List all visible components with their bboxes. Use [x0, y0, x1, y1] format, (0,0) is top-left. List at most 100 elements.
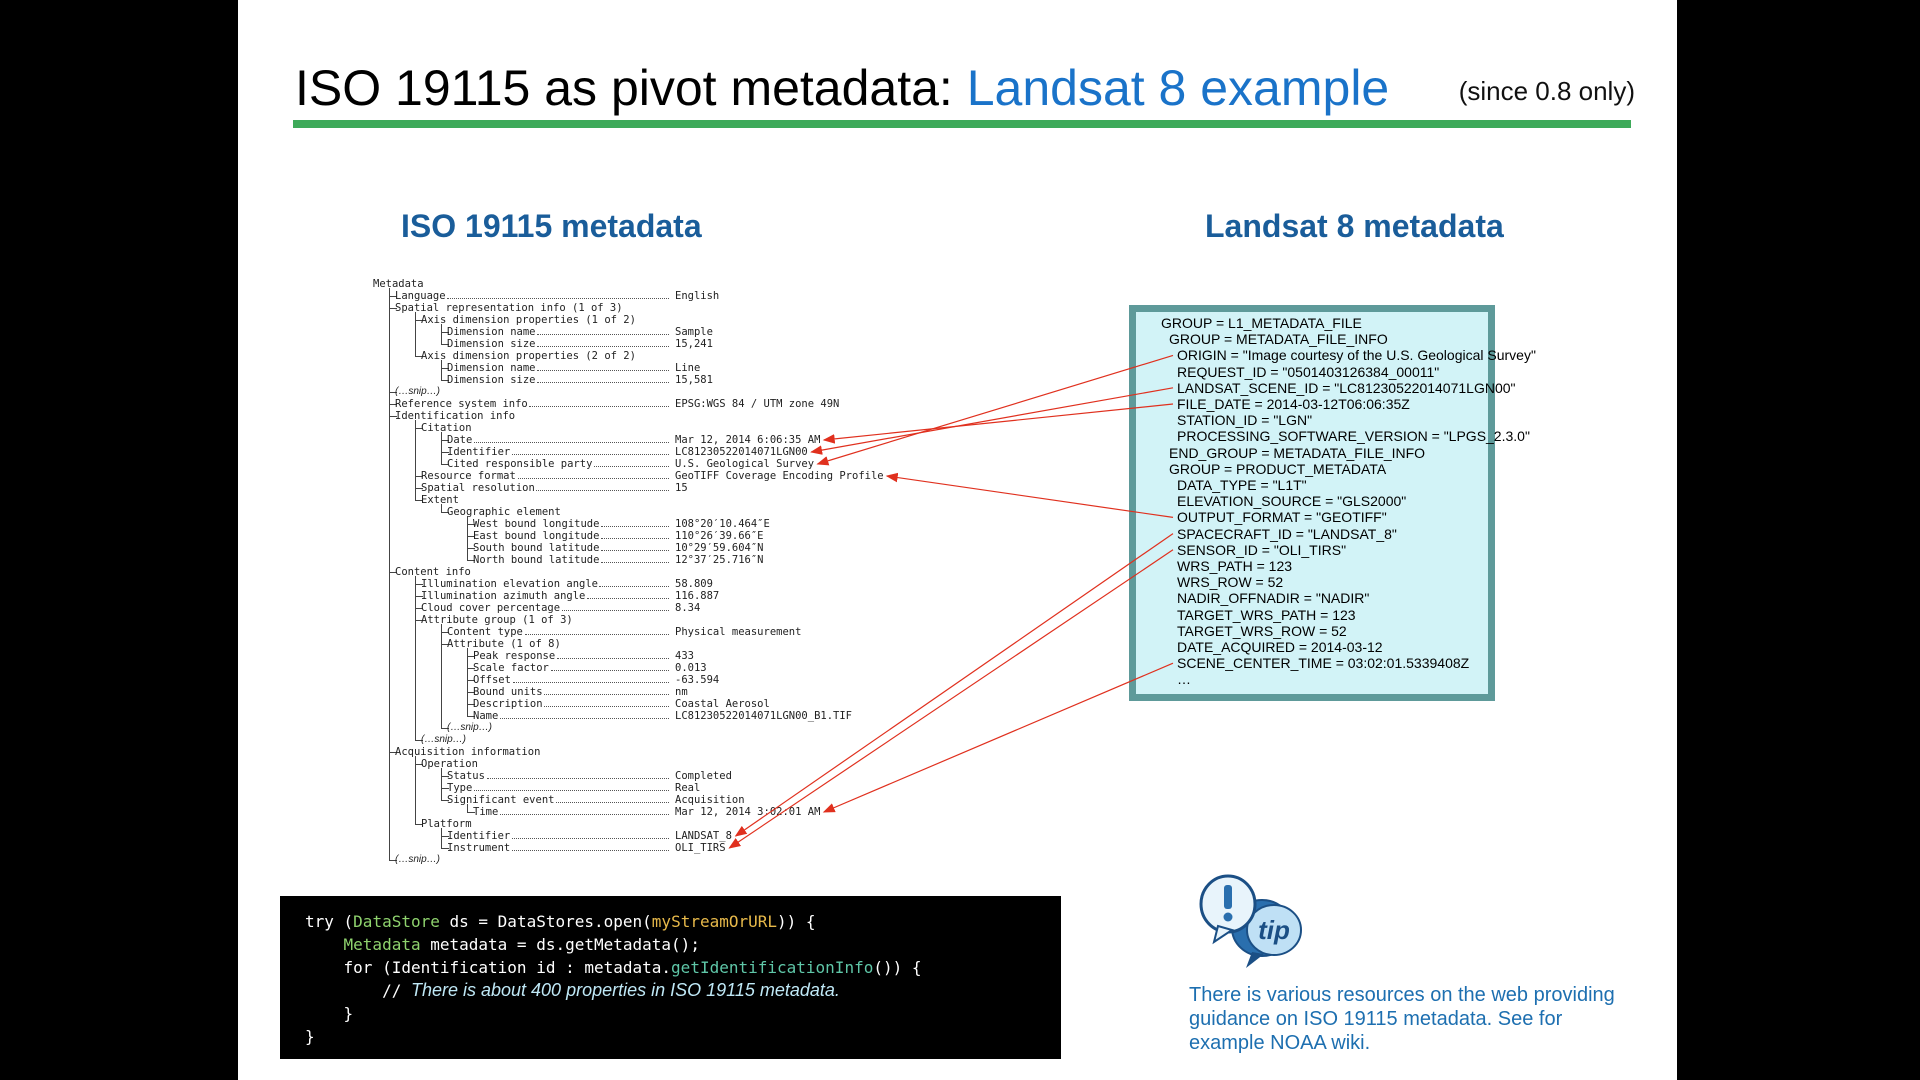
tree-connector — [389, 296, 397, 297]
tree-node-value: English — [675, 290, 720, 302]
title-row: ISO 19115 as pivot metadata: Landsat 8 e… — [295, 56, 1635, 122]
tree-node-label: Illumination elevation angle — [421, 578, 599, 590]
tree-node: Acquisition information — [373, 746, 993, 758]
tree-vertical-rule — [389, 288, 390, 860]
tree-node-value: LC81230522014071LGN00_B1.TIF — [675, 710, 853, 722]
tree-connector — [441, 800, 449, 801]
tree-node: Spatial representation info (1 of 3) — [373, 302, 993, 314]
tree-connector — [415, 500, 423, 501]
tree-node-label: Identifier — [447, 446, 511, 458]
tree-vertical-rule — [415, 420, 416, 500]
tree-connector — [441, 452, 449, 453]
tree-node-label: (…snip…) — [421, 734, 467, 745]
tree-connector — [441, 332, 449, 333]
tree-node-label: (…snip…) — [447, 722, 493, 733]
tree-leader-dots — [537, 346, 669, 347]
tree-node-label: Instrument — [447, 842, 511, 854]
tree-node-label: West bound longitude — [473, 518, 600, 530]
landsat-line: REQUEST_ID = "0501403126384_00011" — [1177, 363, 1440, 380]
tree-node-label: Attribute group (1 of 3) — [421, 614, 573, 626]
tree-connector — [441, 344, 449, 345]
tree-node-value: Sample — [675, 326, 713, 338]
tree-vertical-rule — [441, 432, 442, 464]
tree-leader-dots — [544, 706, 669, 707]
tree-connector — [441, 440, 449, 441]
tree-node-value: 15,581 — [675, 374, 713, 386]
tree-node: Description Coastal Aerosol — [373, 698, 993, 710]
landsat-line: STATION_ID = "LGN" — [1177, 412, 1313, 429]
tree-node-value: 108°20′10.464″E — [675, 518, 770, 530]
tree-leader-dots — [524, 634, 669, 635]
tree-node-label: Dimension name — [447, 326, 536, 338]
tree-connector — [467, 656, 475, 657]
tree-connector — [415, 356, 423, 357]
tree-connector — [389, 404, 397, 405]
landsat-line: END_GROUP = METADATA_FILE_INFO — [1169, 444, 1426, 461]
code-line-1: try (DataStore ds = DataStores.open(mySt… — [305, 912, 816, 931]
tree-vertical-rule — [467, 516, 468, 560]
tree-node-value: Coastal Aerosol — [675, 698, 770, 710]
tree-connector — [467, 716, 475, 717]
tree-node-value: Real — [675, 782, 701, 794]
landsat-line: DATA_TYPE = "L1T" — [1177, 477, 1307, 493]
tree-connector — [415, 476, 423, 477]
tree-connector — [389, 752, 397, 753]
tree-leader-dots — [537, 334, 669, 335]
tree-node-value: 12°37′25.716″N — [675, 554, 764, 566]
tree-leader-dots — [537, 382, 669, 383]
tree-leader-dots — [561, 610, 669, 611]
tree-node-label: Description — [473, 698, 543, 710]
tree-vertical-rule — [441, 504, 442, 512]
tree-leader-dots — [529, 406, 669, 407]
tree-leader-dots — [556, 802, 669, 803]
landsat-line: OUTPUT_FORMAT = "GEOTIFF" — [1177, 509, 1387, 526]
landsat-line: SPACECRAFT_ID = "LANDSAT_8" — [1177, 525, 1397, 542]
tree-node: Type Real — [373, 782, 993, 794]
landsat-line: WRS_ROW = 52 — [1177, 574, 1284, 591]
tree-node-value: 15,241 — [675, 338, 713, 350]
tree-connector — [467, 524, 475, 525]
tree-leader-dots — [556, 658, 669, 659]
tree-node-label: Content info — [395, 566, 471, 578]
title-underline — [293, 120, 1631, 128]
tree-connector — [467, 692, 475, 693]
tree-leader-dots — [544, 694, 669, 695]
tree-node-label: Offset — [473, 674, 511, 686]
title-main-text: ISO 19115 as pivot metadata: — [295, 60, 967, 116]
code-line-5: } — [305, 1004, 354, 1023]
tree-node-value: 10°29′59.604″N — [675, 542, 764, 554]
tree-leader-dots — [537, 370, 669, 371]
tree-connector — [389, 572, 397, 573]
tree-vertical-rule — [415, 312, 416, 356]
tree-snip: (…snip…) — [373, 386, 993, 398]
tree-connector — [467, 548, 475, 549]
tree-node-label: Language — [395, 290, 446, 302]
tree-node-label: Cited responsible party — [447, 458, 593, 470]
tree-leader-dots — [599, 586, 669, 587]
tree-node-value: 8.34 — [675, 602, 701, 614]
tree-node-label: Content type — [447, 626, 523, 638]
tree-vertical-rule — [467, 804, 468, 812]
tree-connector — [415, 596, 423, 597]
landsat-heading: Landsat 8 metadata — [1205, 208, 1504, 244]
code-line-6: } — [305, 1027, 315, 1046]
landsat-line: GROUP = L1_METADATA_FILE — [1161, 315, 1362, 331]
tree-node-label: Type — [447, 782, 473, 794]
landsat-line: GROUP = METADATA_FILE_INFO — [1169, 331, 1388, 348]
tree-node-value: Physical measurement — [675, 626, 802, 638]
landsat-line: ELEVATION_SOURCE = "GLS2000" — [1177, 493, 1407, 510]
tree-leader-dots — [512, 454, 669, 455]
tree-node-value: Acquisition — [675, 794, 745, 806]
tree-node-value: Completed — [675, 770, 732, 782]
tree-node-value: LANDSAT_8 — [675, 830, 732, 842]
tree-node-label: Reference system info — [395, 398, 528, 410]
landsat-line: GROUP = PRODUCT_METADATA — [1169, 460, 1387, 477]
